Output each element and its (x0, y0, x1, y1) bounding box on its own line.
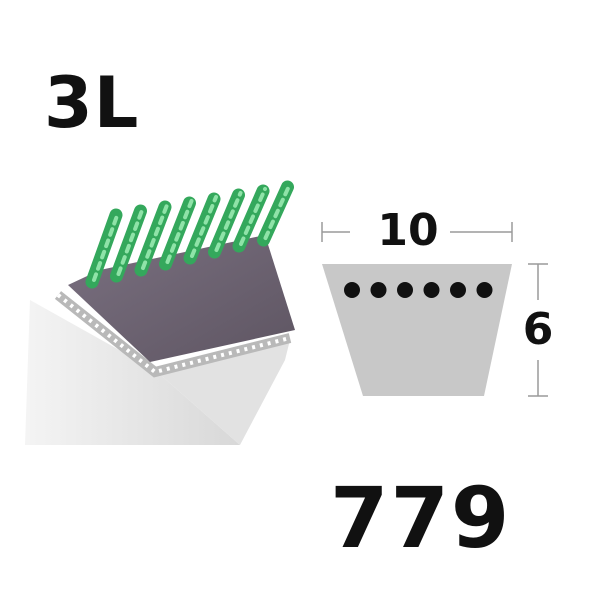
tension-cord-twist (239, 187, 267, 246)
belt-profile-cross-section: 10 6 (321, 205, 556, 397)
tension-cord-twist (92, 211, 120, 282)
height-dimension-label: 6 (523, 304, 554, 355)
tension-cord-twist (141, 203, 169, 270)
profile-cord-dot (476, 282, 493, 298)
belt-left-face (25, 300, 240, 445)
profile-shape (322, 264, 512, 396)
profile-cord-dot (450, 282, 466, 298)
tension-cord-twist (214, 191, 243, 252)
tension-cord-twist (263, 183, 292, 240)
tension-cord-twist (116, 207, 145, 276)
belt-type-label: 3L (44, 62, 140, 144)
tension-cord-twist (190, 195, 218, 258)
tension-cord-twist (165, 199, 194, 264)
profile-cords (344, 282, 493, 298)
profile-cord-dot (344, 282, 360, 298)
profile-cord-dot (397, 282, 413, 298)
v-belt-illustration (25, 180, 295, 445)
profile-cord-dot (423, 282, 440, 298)
profile-cord-dot (370, 282, 387, 298)
width-dimension-label: 10 (377, 205, 438, 256)
tension-cords (85, 180, 294, 289)
tension-cord (85, 208, 123, 289)
belt-length-code: 779 (330, 469, 512, 567)
